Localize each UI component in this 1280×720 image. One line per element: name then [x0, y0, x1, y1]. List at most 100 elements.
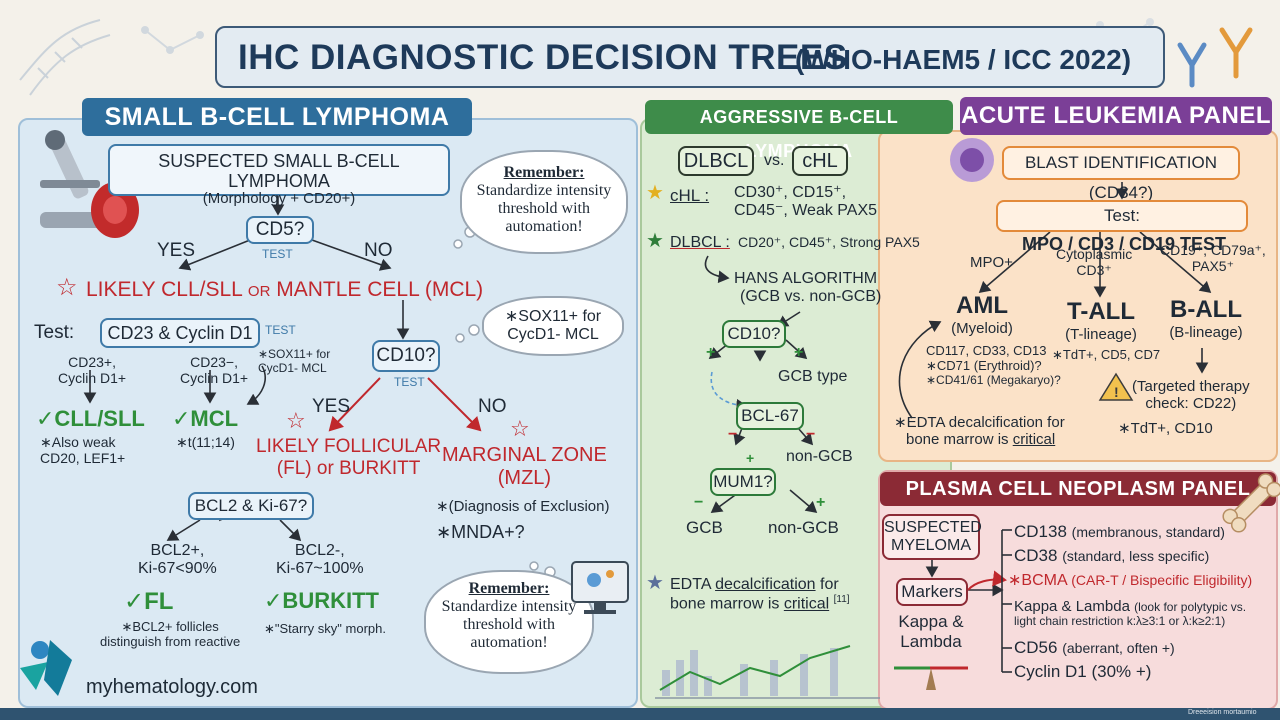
edta-agg-a: EDTA: [670, 576, 711, 593]
remember-bottom-line2: threshold with: [463, 615, 555, 633]
tall-result: T-ALL (T-lineage): [1058, 298, 1144, 343]
remember-bottom-line1: Standardize intensity: [441, 597, 577, 615]
edta-agg-ref: [11]: [833, 594, 850, 606]
acute-edta-line1: ∗EDTA decalcification for: [894, 414, 1065, 431]
myeloma-line2: MYELOMA: [890, 536, 971, 554]
aml-m3: ∗CD41/61 (Megakaryo)?: [926, 372, 1061, 387]
plasma-marker-cyclin: Cyclin D1 (30% +): [1014, 662, 1152, 681]
sox11-bubble-line2: CycD1- MCL: [507, 325, 599, 343]
antibody-icon: [1177, 42, 1207, 88]
cd10-yes-label: YES: [312, 396, 351, 417]
cd10-node: CD10?: [372, 340, 440, 372]
acute-edta-b: critical: [1012, 431, 1056, 449]
plus-sign: +: [746, 450, 755, 466]
remember-top-line2: threshold with: [498, 199, 590, 217]
blast-identification-node: BLAST IDENTIFICATION (CD34?): [1002, 146, 1240, 202]
aml-sub: (Myeloid): [951, 319, 1013, 337]
fl-result: ✓FL: [124, 588, 174, 615]
star-icon: ★: [646, 572, 664, 594]
star-icon: ☆: [56, 274, 78, 301]
sox11-bubble: ∗SOX11+ for CycD1- MCL: [482, 296, 624, 356]
page-subtitle: (WHO-HAEM5 / ICC 2022): [795, 44, 1132, 75]
likely-cll-a: LIKELY CLL/SLL: [86, 278, 243, 301]
ball-sub: (B-lineage): [1169, 323, 1243, 341]
hans-line2: (GCB vs. non-GCB): [740, 288, 882, 306]
cd138-desc: (membranous, standard): [1071, 524, 1225, 540]
start-node-line1: SUSPECTED SMALL B-CELL LYMPHOMA: [158, 151, 400, 192]
edta-agg-c: for: [820, 576, 839, 593]
agg-cd10-node: CD10?: [722, 320, 786, 348]
cll-result: ✓CLL/SLL: [36, 406, 145, 431]
gcb-label: GCB: [686, 518, 723, 537]
likely-fl-line1: LIKELY FOLLICULAR: [256, 436, 442, 457]
burkitt-result: ✓BURKITT: [264, 588, 379, 613]
cytoplasmic-cd3-label: Cytoplasmic CD3⁺: [1056, 246, 1132, 278]
brand-text: myhematology.com: [86, 676, 258, 698]
cd38-desc: (standard, less specific): [1062, 548, 1210, 564]
ball-m2: check: CD22): [1145, 395, 1237, 413]
header-banner: [215, 26, 1165, 88]
svg-text:!: !: [1114, 384, 1119, 400]
chl-markers-line1: CD30⁺, CD15⁺,: [734, 184, 847, 201]
cd10-test-label: TEST: [394, 375, 425, 389]
dna-icon: [19, 19, 111, 96]
plasma-marker-cd38: CD38 (standard, less specific): [1014, 546, 1209, 566]
ball-result: B-ALL (B-lineage): [1164, 296, 1248, 341]
star-icon: ★: [646, 182, 664, 204]
cd5-test-label: TEST: [262, 247, 293, 261]
plus-sign: +: [706, 344, 716, 361]
sox11-small-line1: ∗SOX11+ for: [258, 347, 331, 361]
bcl6-node: BCL-67: [736, 402, 804, 430]
acute-test-text: MPO / CD3 / CD19 TEST: [1021, 234, 1227, 254]
myeloma-line1: SUSPECTED: [884, 519, 982, 536]
non-gcb-label-1: non-GCB: [786, 448, 853, 465]
aml-result: AML (Myeloid): [944, 292, 1020, 337]
cd56-desc: (aberrant, often +): [1062, 640, 1175, 656]
bcma-desc: (CAR-T / Bispecific Eligibility): [1071, 572, 1253, 588]
fl-note-line1: ∗BCL2+ follicles: [121, 619, 219, 634]
hans-algorithm: HANS ALGORITHM (GCB vs. non-GCB): [734, 270, 881, 307]
remember-bubble-bottom: Remember: Standardize intensity threshol…: [424, 570, 594, 674]
cd23-cyclin-test-node: CD23 & Cyclin D1: [100, 318, 260, 348]
footer-bar: [0, 708, 1280, 720]
burkitt-condition-line1: BCL2-,: [294, 542, 345, 559]
ball-m1: (Targeted therapy: [1132, 378, 1250, 395]
aml-m2: ∗CD71 (Erythroid)?: [926, 357, 1042, 373]
star-icon: ☆: [286, 408, 306, 433]
kappa-desc1: (look for polytypic vs.: [1134, 600, 1247, 614]
minus-sign: −: [728, 426, 738, 443]
remember-bottom-line3: automation!: [470, 633, 548, 651]
likely-cll-or: OR: [247, 283, 271, 300]
ball-title: B-ALL: [1170, 296, 1242, 323]
bcl2-ki67-node: BCL2 & Ki-67?: [188, 492, 314, 520]
mzl-line2: (MZL): [497, 467, 552, 489]
mpo-label: MPO+: [970, 254, 1013, 271]
cd5-no-label: NO: [364, 240, 393, 261]
fl-note: ∗BCL2+ follicles distinguish from reacti…: [100, 619, 240, 650]
markers-node: Markers: [896, 578, 968, 606]
likely-cll-b: MANTLE CELL (MCL): [276, 278, 484, 301]
antibody-icon: [1219, 27, 1253, 79]
acute-title: ACUTE LEUKEMIA PANEL: [960, 97, 1272, 135]
burkitt-condition-line2: Ki-67~100%: [276, 560, 364, 578]
acute-edta-note: ∗EDTA decalcification for bone marrow is…: [894, 414, 1065, 449]
tall-sub: (T-lineage): [1065, 325, 1137, 343]
plasma-marker-cd138: CD138 (membranous, standard): [1014, 522, 1225, 542]
dlbcl-markers: CD20⁺, CD45⁺, Strong PAX5: [738, 234, 920, 250]
cd23neg-line2: Cyclin D1+: [180, 370, 249, 387]
fl-condition: BCL2+, Ki-67<90%: [138, 542, 217, 579]
red-blood-cell-icon: [91, 182, 139, 238]
mzl-line1: MARGINAL ZONE: [442, 444, 607, 466]
cd19-line2: PAX5⁺: [1191, 258, 1234, 275]
edta-note-agg: EDTA decalcification for bone marrow is …: [670, 576, 850, 614]
mzl-note2: ∗MNDA+?: [436, 522, 525, 542]
footer-credit: Dreeeision mortaumio: [1188, 709, 1257, 716]
remember-top-line1: Standardize intensity: [476, 181, 612, 199]
